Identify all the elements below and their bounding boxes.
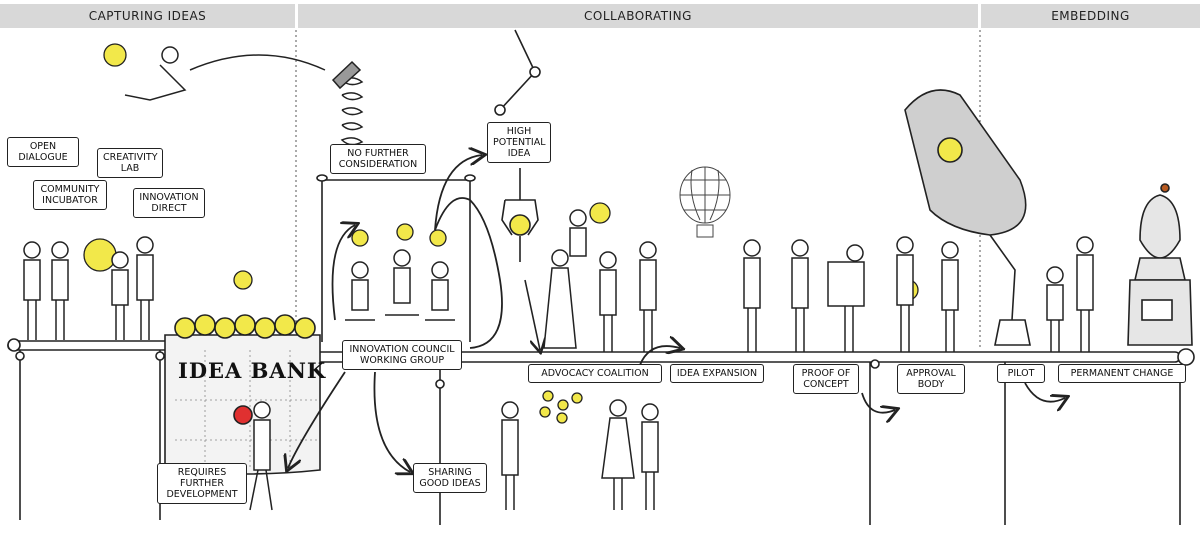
flying-person-figure [124, 46, 187, 101]
label-high-potential-idea: HIGH POTENTIAL IDEA [487, 122, 551, 163]
person-figure [51, 241, 69, 340]
person-figure [385, 249, 419, 316]
person-figure [501, 401, 519, 510]
label-community-incubator: COMMUNITY INCUBATOR [33, 180, 107, 210]
capsule-robot [904, 89, 1031, 346]
label-open-dialogue: OPEN DIALOGUE [7, 137, 79, 167]
person-figure [111, 251, 129, 340]
person-figure [743, 239, 761, 352]
person-figure [1046, 266, 1064, 352]
label-sharing-good-ideas: SHARING GOOD IDEAS [413, 463, 487, 493]
phase-embedding: EMBEDDING [981, 4, 1200, 28]
person-figure [791, 239, 809, 352]
label-no-further-consideration: NO FURTHER CONSIDERATION [330, 144, 426, 174]
label-innovation-council: INNOVATION COUNCIL WORKING GROUP [342, 340, 462, 370]
spring-launcher [189, 54, 364, 146]
person-figure [827, 244, 865, 352]
label-permanent-change: PERMANENT CHANGE [1058, 364, 1186, 383]
people-figures [23, 46, 1094, 511]
claw-held-bulb-icon [509, 214, 531, 236]
person-figure [136, 236, 154, 340]
label-creativity-lab: CREATIVITY LAB [97, 148, 163, 178]
label-innovation-direct: INNOVATION DIRECT [133, 188, 205, 218]
person-figure [941, 241, 959, 352]
person-figure [601, 399, 635, 510]
label-approval-body: APPROVAL BODY [897, 364, 965, 394]
person-figure [1076, 236, 1094, 352]
person-figure [569, 209, 587, 257]
person-figure [345, 261, 375, 321]
capsule-bulb-icon [937, 137, 963, 163]
phase-collaborating: COLLABORATING [298, 4, 978, 28]
label-idea-expansion: IDEA EXPANSION [670, 364, 764, 383]
person-figure [23, 241, 41, 340]
hot-air-balloon [679, 166, 731, 238]
claw-arm [494, 29, 540, 350]
red-bulb-icon [233, 405, 253, 425]
person-figure [896, 236, 914, 352]
label-advocacy-coalition: ADVOCACY COALITION [528, 364, 662, 383]
idea-bank-cylinder [164, 314, 321, 475]
flow-arrows [288, 155, 1065, 472]
phase-capturing-ideas: CAPTURING IDEAS [0, 4, 295, 28]
person-figure [543, 249, 577, 349]
person-figure [249, 401, 273, 511]
label-pilot: PILOT [997, 364, 1045, 383]
person-figure [641, 403, 659, 510]
label-requires-further-development: REQUIRES FURTHER DEVELOPMENT [157, 463, 247, 504]
person-figure [425, 261, 455, 321]
person-figure [599, 251, 617, 352]
label-proof-of-concept: PROOF OF CONCEPT [793, 364, 859, 394]
permanent-change-trophy [1127, 183, 1193, 346]
idea-bank-title: IDEA BANK [178, 358, 327, 383]
person-figure [639, 241, 657, 352]
